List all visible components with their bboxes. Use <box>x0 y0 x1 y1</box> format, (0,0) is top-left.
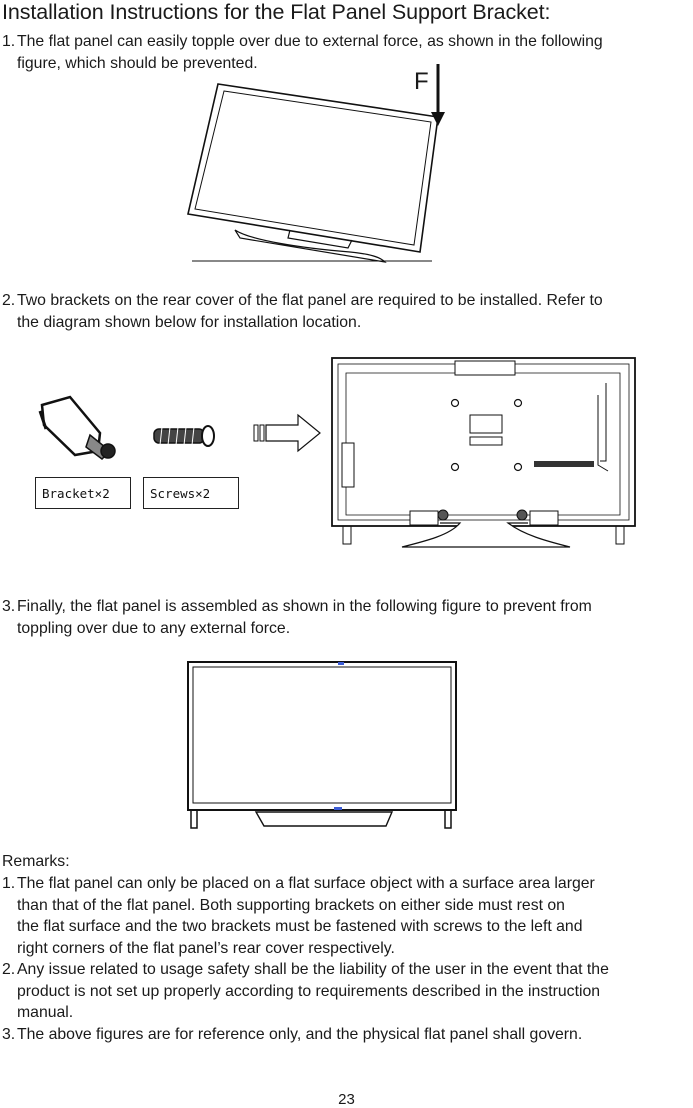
screws-label: Screws×2 <box>143 477 239 509</box>
remark-2: 2. Any issue related to usage safety sha… <box>2 959 693 1024</box>
remark-number: 1. <box>2 875 16 892</box>
remark-1: 1. The flat panel can only be placed on … <box>2 873 692 959</box>
bracket-installation-illustration <box>38 357 636 548</box>
remark-text-line: Any issue related to usage safety shall … <box>17 961 609 978</box>
bracket-label: Bracket×2 <box>35 477 131 509</box>
remark-text-line: The above figures are for reference only… <box>17 1026 583 1043</box>
step-text-line: the diagram shown below for installation… <box>17 313 362 331</box>
step-text-line: toppling over due to any external force. <box>17 619 291 637</box>
step-text-line: figure, which should be prevented. <box>17 54 258 72</box>
figure-assembled-tv <box>186 660 458 830</box>
step-text-line: Two brackets on the rear cover of the fl… <box>17 292 603 309</box>
step-number: 2. <box>2 292 16 309</box>
step-1: 1. The flat panel can easily topple over… <box>2 31 692 74</box>
assembled-tv-illustration <box>187 661 457 829</box>
remark-text-line: The flat panel can only be placed on a f… <box>17 875 595 892</box>
remark-3: 3. The above figures are for reference o… <box>2 1024 692 1046</box>
page-number: 23 <box>338 1091 355 1108</box>
arrow-right-icon <box>253 413 321 453</box>
remark-text-line: than that of the flat panel. Both suppor… <box>17 896 565 914</box>
page-title: Installation Instructions for the Flat P… <box>2 0 551 24</box>
step-number: 3. <box>2 598 16 615</box>
remark-text-line: product is not set up properly according… <box>17 982 601 1000</box>
remarks-heading: Remarks: <box>2 853 70 870</box>
figure-bracket-installation: Bracket×2 Screws×2 <box>30 355 640 555</box>
force-label: F <box>414 68 429 95</box>
remark-number: 2. <box>2 961 16 978</box>
step-text-line: Finally, the flat panel is assembled as … <box>17 598 592 615</box>
remark-text-line: right corners of the flat panel’s rear c… <box>17 939 395 957</box>
remark-text-line: the flat surface and the two brackets mu… <box>17 918 583 935</box>
bracket-icon <box>38 395 116 460</box>
step-3: 3. Finally, the flat panel is assembled … <box>2 596 692 639</box>
figure-tipping-tv: F <box>180 62 450 267</box>
remark-text-line: manual. <box>17 1004 74 1021</box>
step-2: 2. Two brackets on the rear cover of the… <box>2 290 692 333</box>
step-text-line: The flat panel can easily topple over du… <box>17 33 603 50</box>
screw-icon <box>153 425 215 447</box>
remark-number: 3. <box>2 1026 16 1043</box>
tipping-tv-illustration <box>187 64 445 263</box>
tv-rear-icon <box>331 357 636 548</box>
step-number: 1. <box>2 33 16 50</box>
